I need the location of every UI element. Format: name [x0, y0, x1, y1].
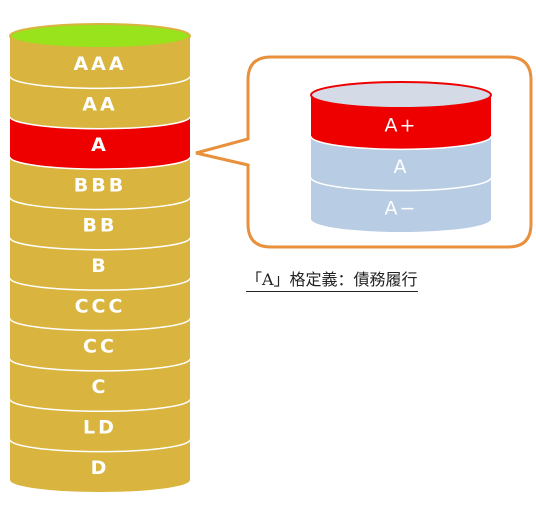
- tier-divider: [9, 399, 191, 413]
- tier-divider: [9, 277, 191, 291]
- tier-highlight-band: [10, 116, 190, 170]
- sub-cylinder-top: [310, 81, 492, 109]
- a-rating-definition-caption: 「A」格定義：債務履行: [246, 270, 418, 292]
- sub-tier-label: A+: [385, 115, 418, 137]
- tier-divider: [9, 116, 191, 130]
- tier-label-bb: BB: [83, 215, 118, 237]
- tier-label-aaa: AAA: [73, 53, 126, 75]
- sub-tier-divider: [310, 136, 492, 151]
- tier-divider: [9, 439, 191, 453]
- sub-tier-label: A: [394, 156, 409, 178]
- tier-label-bbb: BBB: [74, 174, 126, 196]
- sub-tier-label: A−: [385, 197, 418, 219]
- tier-divider: [9, 318, 191, 332]
- sub-tier-highlight: [311, 95, 491, 150]
- tier-divider: [9, 197, 191, 211]
- tier-label-ld: LD: [83, 416, 117, 438]
- tier-label-b: B: [91, 255, 108, 277]
- tier-label-ccc: CCC: [75, 295, 126, 317]
- tier-label-cc: CC: [83, 336, 117, 358]
- tier-label-a: A: [91, 134, 109, 156]
- sub-tier-divider: [310, 177, 492, 192]
- stack-top: [9, 23, 191, 49]
- tier-divider: [9, 76, 191, 90]
- tier-label-d: D: [91, 457, 110, 479]
- tier-divider: [9, 156, 191, 170]
- tier-divider: [9, 358, 191, 372]
- tier-label-aa: AA: [82, 94, 117, 116]
- sub-rating-cylinder: A+ A A−: [310, 81, 492, 232]
- tier-divider: [9, 237, 191, 251]
- tier-label-c: C: [92, 376, 109, 398]
